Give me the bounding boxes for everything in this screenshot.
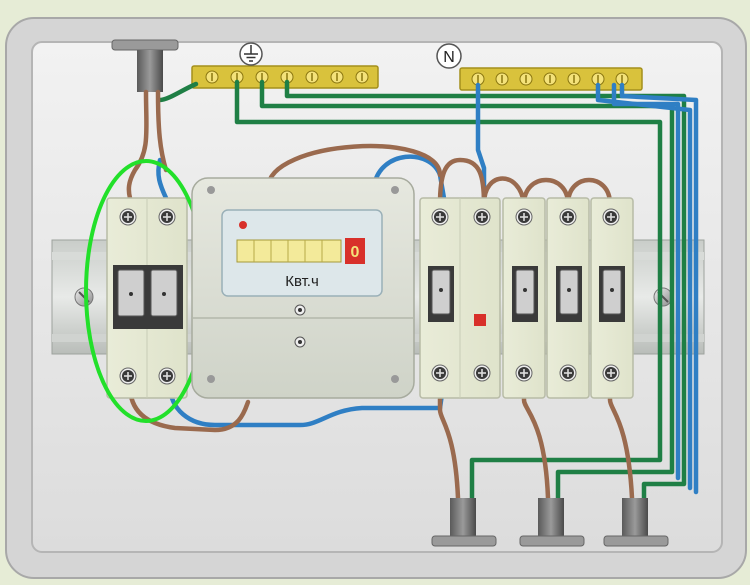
rail-screw-right (653, 287, 673, 307)
cable-gland-bottom-1 (431, 498, 497, 547)
neutral-symbol: N (436, 43, 462, 69)
rcd-device (419, 197, 501, 399)
earth-wires (157, 79, 687, 501)
neutral-wires (156, 82, 699, 495)
meter-indicator (239, 221, 247, 229)
cable-gland-bottom-3 (603, 498, 669, 547)
meter-seal-screw-bottom (294, 336, 306, 348)
breaker-2 (546, 197, 590, 399)
electricity-meter: 0 Квт.ч (191, 177, 415, 399)
breaker-1 (502, 197, 546, 399)
meter-last-digit: 0 (351, 244, 360, 261)
breaker-3 (590, 197, 634, 399)
meter-seal-screw-top (294, 304, 306, 316)
cable-gland-top (111, 39, 179, 92)
main-breaker (106, 197, 188, 399)
neutral-label: N (443, 49, 455, 66)
cable-gland-bottom-2 (519, 498, 585, 547)
meter-unit-label: Квт.ч (285, 273, 319, 290)
ground-icon (239, 42, 263, 66)
meter-counter: 0 (236, 238, 365, 264)
rcd-test-button (474, 314, 486, 326)
phase-wires (126, 89, 635, 501)
